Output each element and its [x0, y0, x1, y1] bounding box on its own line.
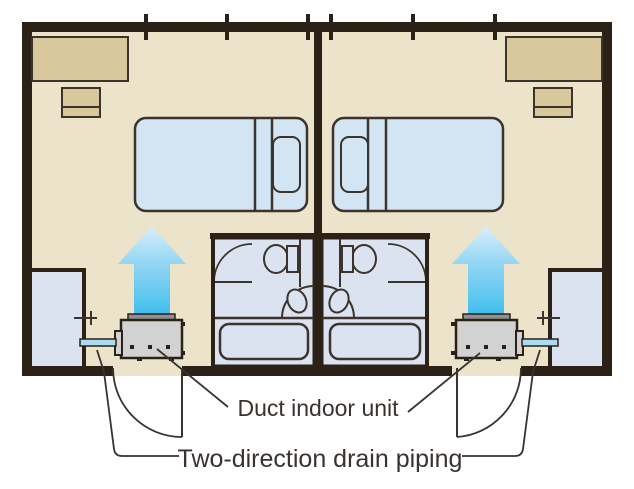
toilet-bowl: [351, 244, 377, 274]
leader-duct-unit-left: [156, 348, 229, 408]
leader-drain-piping-right: [462, 349, 541, 457]
duct-indoor-unit: [114, 313, 185, 361]
drain-pipe: [79, 338, 117, 347]
unit-nub: [451, 351, 455, 355]
desk: [31, 36, 129, 82]
unit-nub: [181, 351, 185, 355]
window-mullion-tick: [329, 14, 333, 40]
tv-cabinet: [533, 87, 573, 118]
window-mullion-tick: [225, 14, 229, 40]
bathtub: [218, 322, 310, 361]
unit-indicator-dot: [484, 345, 488, 349]
window-mullion-tick: [493, 14, 497, 40]
toilet-tank: [286, 245, 299, 273]
window-mullion-tick: [411, 14, 415, 40]
pillow: [340, 136, 369, 193]
leader-drain-piping-left: [96, 349, 179, 457]
pillow: [272, 136, 301, 193]
bathroom-side-wall: [211, 233, 215, 366]
entrance-door-opening: [452, 366, 521, 376]
left-bathroom: [211, 236, 316, 368]
airflow-arrow: [452, 226, 520, 316]
unit-indicator-dot: [148, 345, 152, 349]
leader-duct-unit-right: [407, 352, 481, 413]
window-mullions: [144, 14, 497, 40]
unit-indicator-dot: [166, 345, 170, 349]
duct-indoor-unit-label: Duct indoor unit: [237, 395, 399, 421]
unit-nub: [169, 358, 174, 361]
entrance-door-opening: [113, 366, 182, 376]
unit-nub: [137, 358, 142, 361]
unit-indicator-dot: [130, 345, 134, 349]
right-room: [331, 36, 603, 438]
toilet-bowl: [263, 244, 289, 274]
duct-indoor-unit: [451, 313, 524, 361]
bathroom-top-wall: [210, 233, 430, 239]
unit-indicator-dot: [466, 345, 470, 349]
unit-nub: [181, 322, 185, 326]
unit-nub: [464, 358, 469, 361]
unit-indicator-dot: [502, 345, 506, 349]
window-mullion-tick: [144, 14, 148, 40]
sink: [328, 288, 350, 314]
sink: [286, 288, 308, 314]
partition-wall-center: [314, 27, 322, 371]
bathroom-side-wall: [425, 233, 429, 366]
window-mullion-tick: [306, 14, 310, 40]
right-bathroom: [320, 236, 429, 368]
bathtub: [328, 322, 422, 361]
unit-nub: [451, 322, 455, 326]
unit-nub: [496, 358, 501, 361]
entrance-door-arc: [112, 367, 183, 438]
tv-cabinet: [61, 87, 101, 118]
airflow-arrow: [118, 226, 186, 316]
left-room: [31, 36, 309, 438]
unit-body: [454, 318, 519, 360]
bed: [133, 116, 309, 213]
bed: [331, 116, 505, 213]
drain-piping-label: Two-direction drain piping: [178, 445, 463, 473]
drain-pipe: [521, 338, 559, 347]
entrance-door-arc: [456, 367, 522, 438]
unit-body: [119, 318, 184, 360]
desk: [505, 36, 603, 82]
toilet-tank: [341, 245, 354, 273]
leader-lines: [96, 348, 541, 457]
